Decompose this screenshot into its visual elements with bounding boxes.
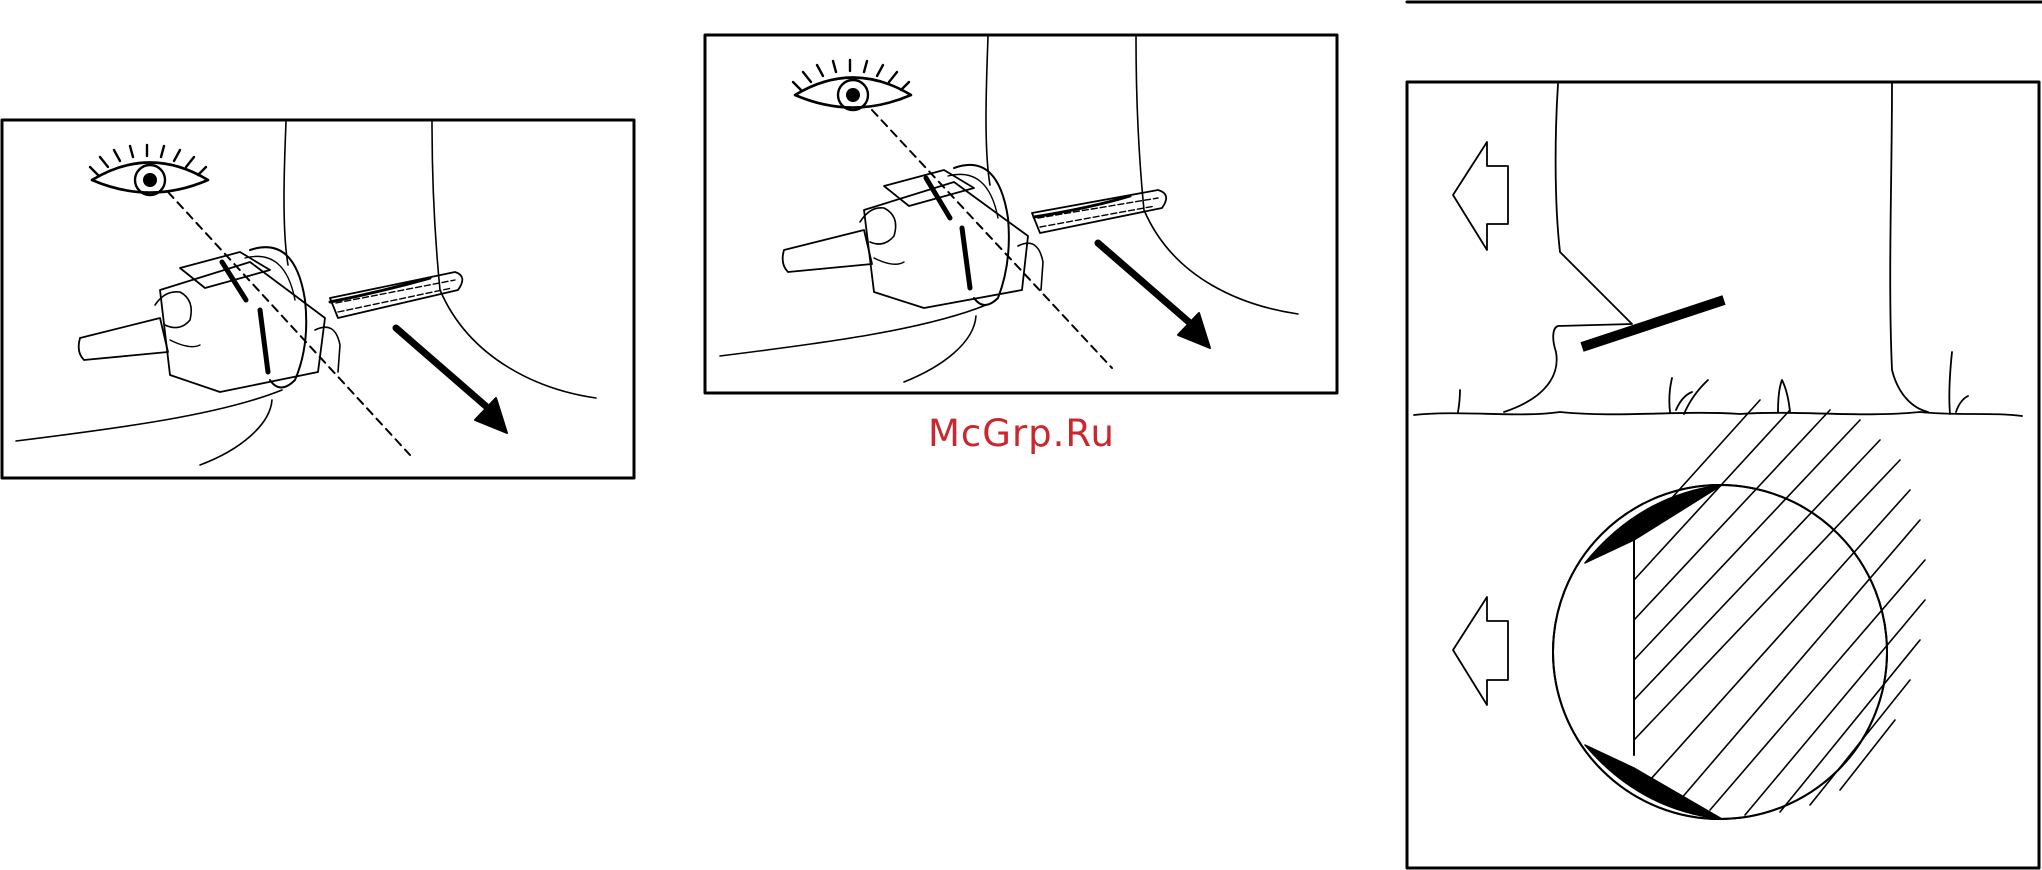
panel-felling-notch	[1407, 2, 2042, 868]
panel-chainsaw-sight-left	[2, 120, 634, 478]
chainsaw-icon	[79, 247, 463, 392]
tree-with-notch	[1414, 84, 2022, 416]
eye-icon	[793, 60, 911, 110]
chainsaw-icon	[783, 165, 1166, 308]
fall-direction-arrow-icon	[1453, 142, 1508, 250]
fall-direction-arrow-icon	[1453, 597, 1508, 705]
stump-cross-section	[1553, 400, 1925, 819]
saw-bar	[1582, 300, 1724, 347]
eye-icon	[90, 145, 208, 195]
direction-arrow-icon	[396, 328, 507, 433]
sight-line	[168, 192, 410, 455]
sight-line	[872, 110, 1112, 368]
watermark-text: McGrp.Ru	[928, 412, 1115, 455]
panel-chainsaw-sight-center	[705, 35, 1337, 393]
direction-arrow-icon	[1098, 243, 1210, 348]
